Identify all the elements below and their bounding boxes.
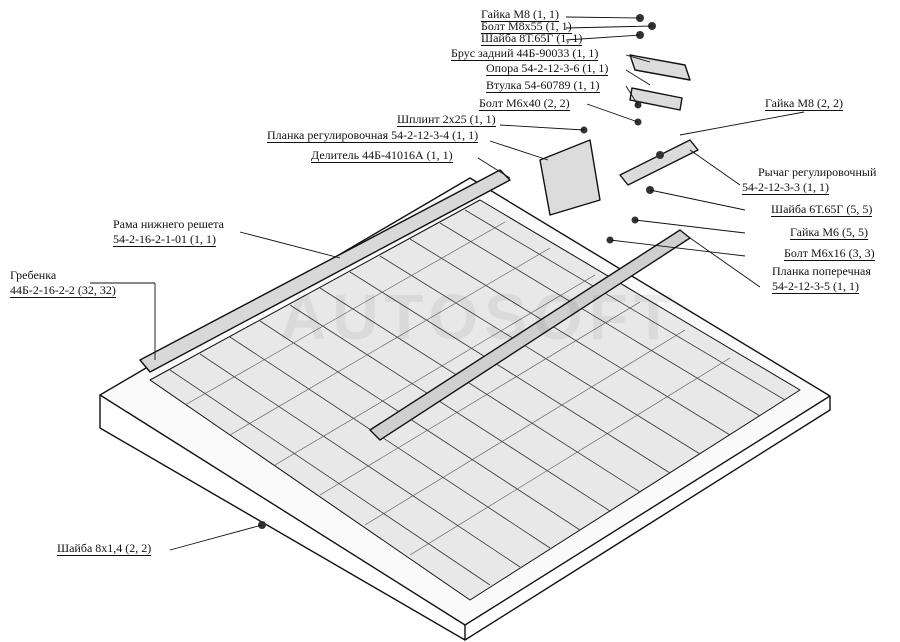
label-washer-8t65g: Шайба 8Т.65Г (1, 1) — [481, 31, 583, 46]
label-washer-6t65g: Шайба 6Т.65Г (5, 5) — [771, 202, 873, 217]
watermark: AUTOSOFT — [280, 281, 679, 353]
nut-m8-right — [656, 151, 664, 159]
label-adjusting-lever-line1: Рычаг регулировочный — [758, 165, 877, 179]
label-support: Опора 54-2-12-3-6 (1, 1) — [486, 61, 609, 76]
label-washer-8x14: Шайба 8х1,4 (2, 2) — [57, 541, 152, 556]
label-frame-line2: 54-2-16-2-1-01 (1, 1) — [113, 232, 216, 247]
support — [629, 87, 683, 111]
adjusting-bar — [539, 139, 601, 216]
label-cotter-pin: Шплинт 2х25 (1, 1) — [397, 112, 496, 127]
divider — [139, 169, 511, 373]
label-bolt-m6x40: Болт М6х40 (2, 2) — [479, 96, 570, 111]
sieve-grid — [149, 199, 801, 601]
adjusting-lever — [619, 139, 699, 186]
label-comb-line2: 44Б-2-16-2-2 (32, 32) — [10, 283, 116, 298]
label-adjusting-lever-line2: 54-2-12-3-3 (1, 1) — [742, 180, 829, 195]
label-bolt-m8x55: Болт М8х55 (1, 1) — [481, 19, 572, 34]
label-bushing: Втулка 54-60789 (1, 1) — [486, 78, 600, 93]
label-adjusting-bar: Планка регулировочная 54-2-12-3-4 (1, 1) — [267, 128, 479, 143]
label-cross-bar-line1: Планка поперечная — [772, 264, 871, 278]
label-nut-m6: Гайка М6 (5, 5) — [790, 225, 869, 240]
label-bolt-m6x16: Болт М6х16 (3, 3) — [784, 246, 875, 261]
label-comb-line1: Гребенка — [10, 268, 57, 282]
label-divider: Делитель 44Б-41016А (1, 1) — [311, 148, 453, 163]
rear-beam — [629, 54, 691, 81]
label-nut-m8-top: Гайка М8 (1, 1) — [481, 7, 560, 22]
label-cross-bar-line2: 54-2-12-3-5 (1, 1) — [772, 279, 859, 294]
label-rear-beam: Брус задний 44Б-90033 (1, 1) — [451, 46, 599, 61]
label-frame-line1: Рама нижнего решета — [113, 217, 224, 231]
label-nut-m8-right: Гайка М8 (2, 2) — [765, 96, 844, 111]
